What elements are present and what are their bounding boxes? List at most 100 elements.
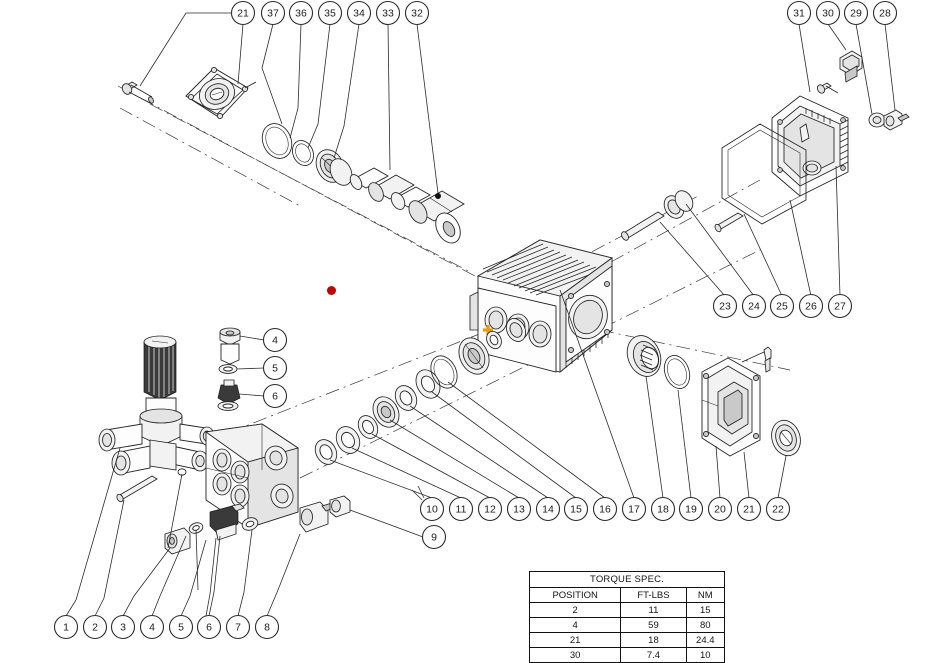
callout-6: 6: [196, 614, 222, 640]
part-screw-21b: [741, 346, 772, 373]
svg-text:2: 2: [92, 622, 98, 634]
svg-text:21: 21: [743, 504, 755, 516]
callout-9[interactable]: 9: [421, 524, 447, 550]
cell-nm: 15: [685, 602, 726, 618]
svg-text:23: 23: [719, 301, 731, 313]
callout-2: 2: [82, 614, 108, 640]
svg-text:4: 4: [149, 622, 155, 634]
callout-35: 35: [317, 0, 343, 26]
callout-27: 27: [827, 293, 853, 319]
part-crankshaft-33: [349, 167, 465, 244]
part-seal-22: [771, 419, 801, 457]
callout-group-top-right[interactable]: 31 30 29 28: [786, 0, 898, 26]
svg-text:13: 13: [513, 504, 525, 516]
part-plug-28: [883, 109, 910, 131]
part-oring-36: [261, 123, 293, 159]
callout-5-top: 5: [262, 355, 288, 381]
svg-text:1: 1: [63, 622, 69, 634]
table-row: 2 11 15: [528, 602, 726, 618]
callout-group-center-bottom[interactable]: 10 11 12 13 14 15 16 17 18 19 20 21 22: [419, 496, 791, 522]
leader-dot-32: [435, 193, 441, 199]
callout-25: 25: [769, 293, 795, 319]
svg-text:15: 15: [570, 504, 582, 516]
part-pump-manifold-8: [204, 423, 300, 529]
part-pin-23: [621, 211, 665, 241]
cursor-marker: [327, 286, 336, 295]
cell-nm: 80: [685, 617, 726, 633]
svg-text:31: 31: [793, 8, 805, 20]
callout-5: 5: [168, 614, 194, 640]
cell-position: 4: [528, 617, 622, 633]
callout-21b: 21: [736, 496, 762, 522]
part-plug-5b: [164, 527, 191, 555]
callout-17: 17: [621, 496, 647, 522]
callout-18: 18: [650, 496, 676, 522]
part-oring-19: [663, 355, 691, 389]
callout-group-mid-right[interactable]: 23 24 25 26 27: [712, 293, 853, 319]
svg-text:25: 25: [776, 301, 788, 313]
callout-21: 21: [230, 0, 256, 26]
svg-text:22: 22: [772, 504, 784, 516]
svg-text:6: 6: [206, 622, 212, 634]
part-bolt-21: [121, 81, 154, 104]
svg-text:19: 19: [685, 504, 697, 516]
cell-position: 2: [528, 602, 622, 618]
svg-text:10: 10: [426, 504, 438, 516]
part-bolt-4: [219, 327, 241, 365]
callout-19: 19: [678, 496, 704, 522]
callout-8: 8: [254, 614, 280, 640]
svg-text:26: 26: [805, 301, 817, 313]
assembly-axis-lines: [117, 85, 791, 479]
callout-group-left-stack[interactable]: 4 5 6: [262, 327, 288, 409]
svg-text:29: 29: [850, 8, 862, 20]
callout-group-bottom[interactable]: 1 2 3 4 5 6 7 8: [53, 614, 280, 640]
svg-text:32: 32: [411, 8, 423, 20]
callout-12: 12: [477, 496, 503, 522]
callout-15: 15: [563, 496, 589, 522]
part-flange-plate-37: [185, 66, 257, 120]
callout-10: 10: [419, 496, 445, 522]
callout-14: 14: [535, 496, 561, 522]
callout-16: 16: [592, 496, 618, 522]
column-header-ftlbs: FT-LBS: [620, 587, 687, 603]
part-mounting-bracket-20: [701, 357, 761, 457]
part-cap-10b: [329, 495, 351, 518]
svg-text:21: 21: [237, 8, 249, 20]
part-washer-6b: [188, 522, 204, 534]
callout-group-top-left[interactable]: 21 37 36 35 34 33 32: [230, 0, 430, 26]
svg-text:34: 34: [353, 8, 365, 20]
cell-position: 21: [528, 632, 622, 648]
torque-spec-table: TORQUE SPEC. POSITION FT-LBS NM 2 11 15 …: [528, 571, 726, 663]
part-washer-29: [868, 112, 886, 128]
cell-ftlbs: 11: [620, 602, 687, 618]
cell-nm: 24.4: [685, 632, 726, 648]
svg-text:5: 5: [272, 363, 278, 375]
callout-26: 26: [798, 293, 824, 319]
callout-11: 11: [448, 496, 474, 522]
part-crankcase-body: [469, 239, 613, 373]
svg-text:12: 12: [484, 504, 496, 516]
svg-text:6: 6: [272, 391, 278, 403]
part-oring-35: [292, 140, 314, 166]
callout-29: 29: [843, 0, 869, 26]
callout-1: 1: [53, 614, 79, 640]
svg-text:18: 18: [657, 504, 669, 516]
table-row: 30 7.4 10: [528, 647, 726, 663]
callout-33: 33: [375, 0, 401, 26]
callout-7: 7: [225, 614, 251, 640]
cell-ftlbs: 7.4: [620, 647, 687, 663]
callout-30: 30: [815, 0, 841, 26]
callout-4-top: 4: [262, 327, 288, 353]
torque-spec-title: TORQUE SPEC.: [529, 571, 725, 587]
svg-text:7: 7: [235, 622, 241, 634]
svg-text:36: 36: [295, 8, 307, 20]
callout-13: 13: [506, 496, 532, 522]
part-nut-30: [839, 50, 863, 83]
table-row: 4 59 80: [528, 617, 726, 633]
callout-28: 28: [872, 0, 898, 26]
svg-text:11: 11: [456, 504, 467, 516]
part-pin-25: [714, 212, 744, 233]
svg-text:24: 24: [748, 301, 760, 313]
